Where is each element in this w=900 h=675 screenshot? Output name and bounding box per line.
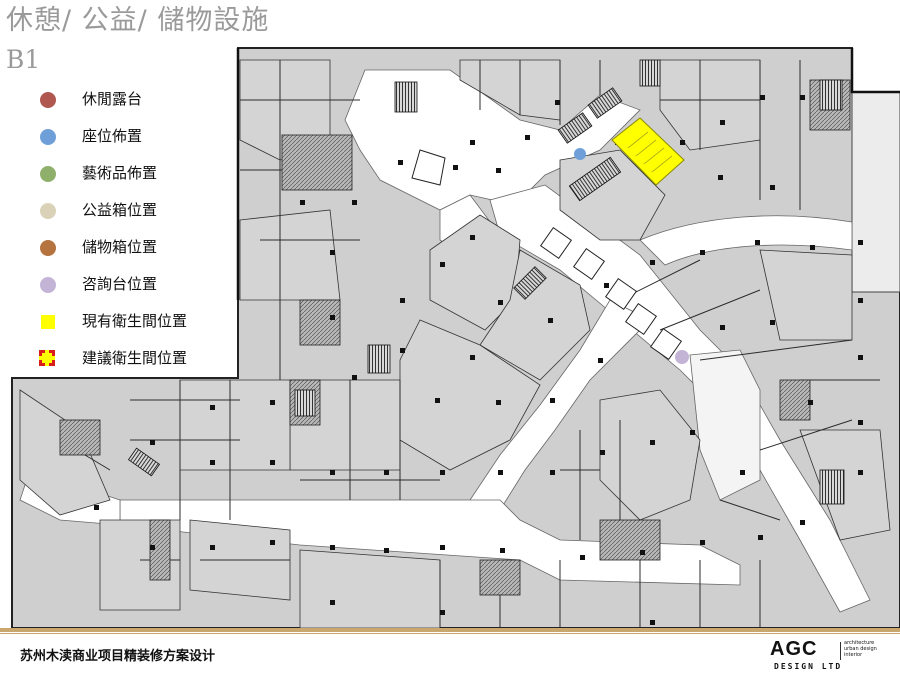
- info-desk-marker[interactable]: [675, 350, 689, 364]
- legend-item: 公益箱位置: [36, 197, 256, 234]
- existing-restroom-marker[interactable]: [611, 117, 685, 186]
- columns: [94, 95, 863, 625]
- shop-blocks: [19, 59, 891, 629]
- logo-sub: DESIGN LTD: [774, 662, 843, 671]
- legend-square-icon: [41, 315, 55, 329]
- floor-level-label: B1: [6, 45, 41, 74]
- legend-label: 座位佈置: [82, 127, 143, 145]
- logo-side-line: interior: [844, 652, 863, 658]
- legend-label: 現有衛生間位置: [82, 312, 188, 330]
- legend-dot-icon: [40, 166, 56, 182]
- legend-item: 建議衛生間位置: [36, 345, 256, 382]
- logo-side-line: architecture: [844, 640, 875, 646]
- legend-label: 咨詢台位置: [82, 275, 158, 293]
- legend-item: 藝術品佈置: [36, 160, 256, 197]
- legend-dot-icon: [40, 92, 56, 108]
- project-title: 苏州木渎商业项目精装修方案设计: [20, 649, 216, 664]
- legend-label: 藝術品佈置: [82, 164, 158, 182]
- legend-item: 現有衛生間位置: [36, 308, 256, 345]
- logo-side-text: architecture urban design interior: [844, 640, 888, 658]
- escalators: [127, 59, 845, 505]
- footer-rule: [0, 628, 900, 632]
- corridor-pads: [411, 149, 683, 361]
- legend-label: 儲物箱位置: [82, 238, 158, 256]
- legend-square-icon: [39, 350, 55, 366]
- legend-dot-icon: [40, 203, 56, 219]
- legend-item: 休閒露台: [36, 86, 256, 123]
- seating-marker[interactable]: [574, 148, 586, 160]
- legend-dot-icon: [40, 277, 56, 293]
- legend-label: 公益箱位置: [82, 201, 158, 219]
- legend-label: 休閒露台: [82, 90, 143, 108]
- legend-dot-icon: [40, 240, 56, 256]
- legend-item: 咨詢台位置: [36, 271, 256, 308]
- legend-dot-icon: [40, 129, 56, 145]
- legend-item: 座位佈置: [36, 123, 256, 160]
- logo-divider: [840, 642, 841, 660]
- legend-item: 儲物箱位置: [36, 234, 256, 271]
- plan-markers: [574, 117, 689, 364]
- boundary-right: [850, 48, 900, 94]
- footer-rule-thin: [0, 633, 900, 634]
- legend: 休閒露台座位佈置藝術品佈置公益箱位置儲物箱位置咨詢台位置現有衛生間位置建議衛生間…: [36, 86, 256, 382]
- logo-side-line: urban design: [844, 646, 877, 652]
- floor-plan: [11, 47, 900, 629]
- page-title: 休憩/ 公益/ 儲物設施: [6, 5, 270, 36]
- logo-main: AGC: [770, 638, 818, 660]
- agc-logo: AGC DESIGN LTD architecture urban design…: [770, 638, 890, 672]
- legend-label: 建議衛生間位置: [82, 349, 188, 367]
- right-strip: [851, 91, 900, 293]
